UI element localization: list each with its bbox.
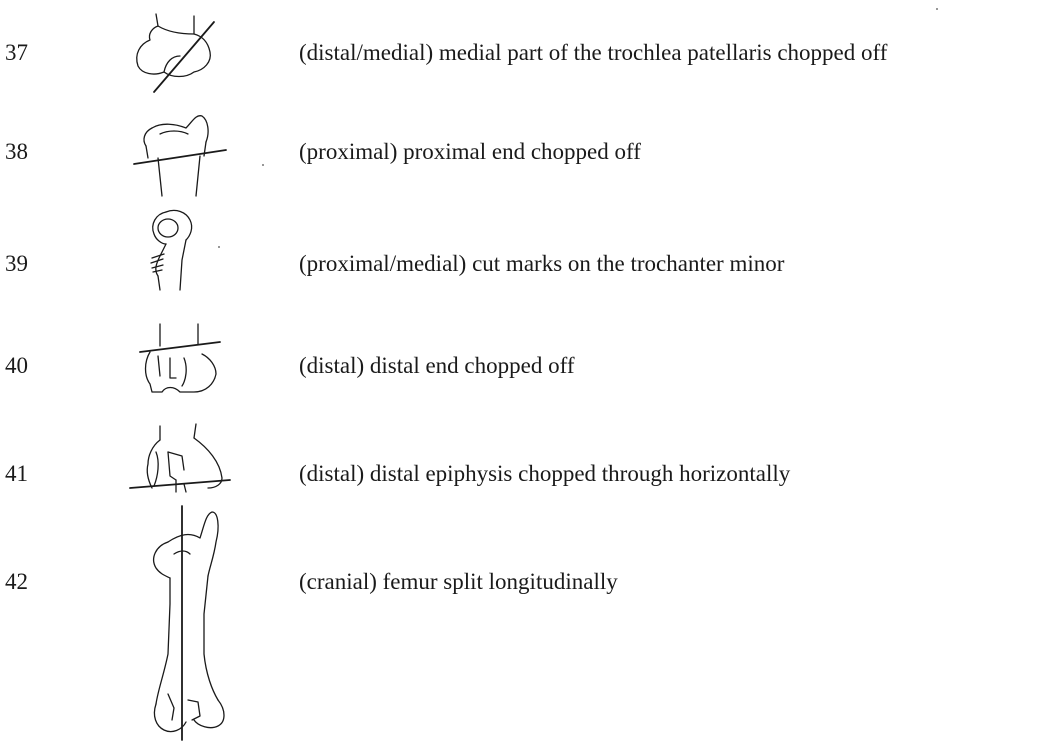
entry-description: (proximal) proximal end chopped off [299, 138, 641, 166]
entry-number: 40 [5, 352, 28, 380]
entry-description: (proximal/medial) cut marks on the troch… [299, 250, 784, 278]
femur-distal-epiphysis-horizontal-cut-icon [124, 422, 236, 496]
entry-number: 38 [5, 138, 28, 166]
femur-trochanter-minor-cut-marks-icon [136, 204, 232, 296]
entry-number: 41 [5, 460, 28, 488]
femur-longitudinal-split-icon [144, 504, 232, 742]
entry-description: (cranial) femur split longitudinally [299, 568, 618, 596]
entry-description: (distal/medial) medial part of the troch… [299, 39, 887, 67]
femur-proximal-end-cut-icon [130, 112, 230, 198]
entry-number: 42 [5, 568, 28, 596]
entry-description: (distal) distal epiphysis chopped throug… [299, 460, 790, 488]
entry-description: (distal) distal end chopped off [299, 352, 575, 380]
entry-number: 37 [5, 39, 28, 67]
scan-speck [218, 246, 220, 248]
femur-distal-end-cut-icon [130, 320, 230, 398]
entry-number: 39 [5, 250, 28, 278]
scan-speck [936, 8, 938, 10]
femur-distal-medial-trochlea-cut-icon [128, 12, 238, 96]
scan-speck [262, 164, 264, 166]
